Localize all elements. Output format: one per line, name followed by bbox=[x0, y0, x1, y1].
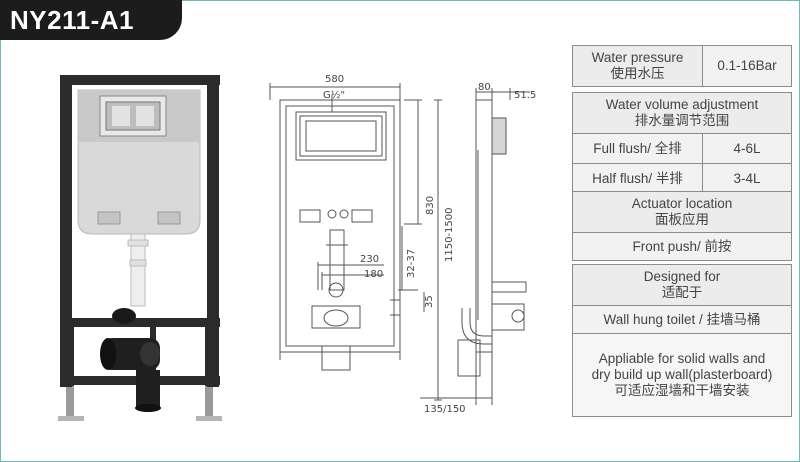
spec-row-full-flush: Full flush/ 全排 4-6L bbox=[572, 133, 792, 164]
designed-label-cn: 适配于 bbox=[661, 285, 703, 300]
spec-row-pressure: Water pressure 使用水压 0.1-16Bar bbox=[572, 45, 792, 87]
spec-row-appliable: Appliable for solid walls and dry build … bbox=[572, 333, 792, 417]
pressure-label-cn: 使用水压 bbox=[610, 66, 665, 81]
full-flush-value: 4-6L bbox=[733, 140, 761, 156]
full-flush-label: Full flush/ 全排 bbox=[573, 134, 703, 163]
spec-row-half-flush: Half flush/ 半排 3-4L bbox=[572, 163, 792, 194]
dim-180: 180 bbox=[364, 269, 383, 280]
product-photo bbox=[58, 75, 222, 421]
dim-35: 35 bbox=[424, 295, 435, 308]
spec-row-actuator-value: Front push/ 前按 bbox=[572, 232, 792, 261]
dim-51: 51.5 bbox=[514, 90, 536, 101]
spec-row-volume: Water volume adjustment 排水量调节范围 bbox=[572, 92, 792, 134]
spec-row-actuator: Actuator location 面板应用 bbox=[572, 191, 792, 233]
designed-label-en: Designed for bbox=[643, 269, 721, 284]
actuator-value: Front push/ 前按 bbox=[632, 238, 732, 254]
appliable-line-1: Appliable for solid walls and bbox=[598, 351, 766, 366]
side-view-drawing bbox=[420, 88, 530, 405]
dim-830: 830 bbox=[425, 196, 436, 215]
front-view-drawing bbox=[269, 83, 442, 401]
dim-pipe: G½" bbox=[323, 89, 345, 101]
spec-row-designed: Designed for 适配于 bbox=[572, 264, 792, 306]
model-title: NY211-A1 bbox=[10, 4, 134, 35]
appliable-text: Appliable for solid walls and dry build … bbox=[573, 334, 791, 416]
model-tab: NY211-A1 bbox=[0, 0, 182, 40]
pressure-value: 0.1-16Bar bbox=[717, 58, 777, 73]
actuator-label: Actuator location 面板应用 bbox=[573, 192, 791, 232]
volume-label-cn: 排水量调节范围 bbox=[634, 113, 730, 128]
appliable-line-2: dry build up wall(plasterboard) bbox=[591, 367, 773, 382]
actuator-label-cn: 面板应用 bbox=[655, 212, 709, 227]
dim-32-37: 32-37 bbox=[406, 249, 417, 278]
actuator-label-en: Actuator location bbox=[631, 196, 733, 211]
volume-label-en: Water volume adjustment bbox=[605, 97, 759, 112]
dim-580: 580 bbox=[325, 74, 344, 85]
pressure-label-en: Water pressure bbox=[591, 50, 684, 65]
designed-value: Wall hung toilet / 挂墙马桶 bbox=[603, 311, 761, 327]
pressure-label: Water pressure 使用水压 bbox=[573, 46, 703, 86]
half-flush-label: Half flush/ 半排 bbox=[573, 164, 703, 193]
appliable-line-3: 可适应湿墙和干墙安装 bbox=[614, 383, 750, 398]
designed-label: Designed for 适配于 bbox=[573, 265, 791, 305]
dim-135-150: 135/150 bbox=[424, 404, 466, 415]
half-flush-value: 3-4L bbox=[733, 170, 761, 186]
dim-80: 80 bbox=[478, 82, 491, 93]
dim-230: 230 bbox=[360, 254, 379, 265]
volume-label: Water volume adjustment 排水量调节范围 bbox=[573, 93, 791, 133]
spec-row-designed-value: Wall hung toilet / 挂墙马桶 bbox=[572, 305, 792, 334]
dim-1150-1500: 1150-1500 bbox=[444, 207, 455, 262]
